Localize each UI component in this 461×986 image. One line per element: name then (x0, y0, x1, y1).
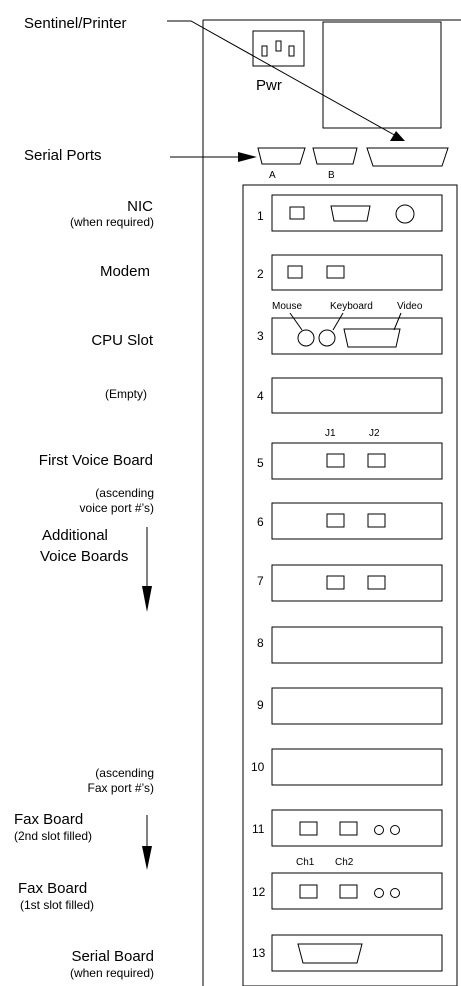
nic-label: NIC (127, 198, 153, 215)
pwr-label: Pwr (256, 77, 282, 94)
j2-label: J2 (369, 428, 380, 439)
slot-6-board (271, 502, 443, 540)
ch2-label: Ch2 (335, 857, 354, 868)
fax-board-2nd-label: Fax Board (14, 811, 83, 828)
slot-10-board (271, 748, 443, 786)
power-connector (252, 30, 305, 67)
fax-led (374, 825, 384, 835)
fax-port-ch1 (299, 821, 318, 836)
serial-board-label: Serial Board (71, 948, 154, 965)
nic-sublabel: (when required) (70, 215, 154, 229)
mouse-port (297, 329, 315, 347)
slot-3-board (271, 317, 443, 355)
mouse-label: Mouse (272, 301, 302, 312)
slot-cage (242, 184, 458, 986)
serial-port-a (257, 147, 306, 165)
fax-led (390, 825, 400, 835)
j1-label: J1 (325, 428, 336, 439)
slot-5-board (271, 442, 443, 480)
slot-number: 2 (257, 267, 264, 281)
cpu-slot-label: CPU Slot (91, 332, 154, 349)
slot-number: 11 (252, 822, 265, 836)
video-leader-line (393, 312, 402, 331)
slot-number: 5 (257, 456, 264, 470)
modem-line-port (287, 265, 303, 279)
power-socket-icon (261, 40, 295, 57)
slot-number: 4 (257, 389, 264, 403)
voice-port-j2 (367, 575, 386, 590)
fax-board-2nd-sublabel: (2nd slot filled) (14, 829, 92, 843)
slot-number: 6 (257, 515, 264, 529)
nic-rj45-port (289, 206, 305, 220)
serial-board-port (297, 943, 363, 964)
slot-2-board (271, 254, 443, 291)
slot-number: 12 (252, 885, 266, 899)
ascending-voice-label-1: (ascending (95, 486, 154, 500)
serial-ports-arrowhead (238, 152, 257, 162)
slot-7-board (271, 564, 443, 602)
slot-1-board (271, 194, 443, 232)
slot-number: 7 (257, 574, 264, 588)
serial-port-b (312, 147, 358, 165)
empty-label: (Empty) (105, 387, 147, 401)
ascending-fax-label-1: (ascending (95, 766, 154, 780)
slot-number: 9 (257, 698, 264, 712)
slot-number: 1 (257, 209, 264, 223)
slot-12-board (271, 872, 443, 910)
nic-db15-port (330, 205, 371, 222)
voice-port-j1 (326, 575, 345, 590)
slot-9-board (271, 687, 443, 725)
additional-voice-label-2: Voice Boards (40, 548, 128, 565)
slot-4-board (271, 377, 443, 414)
fax-port-ch2 (339, 821, 358, 836)
fax-port-ch1 (299, 884, 318, 899)
keyboard-label: Keyboard (330, 301, 373, 312)
keyboard-port (318, 329, 336, 347)
voice-down-arrow (142, 527, 152, 612)
voice-port-j1 (326, 513, 345, 528)
power-supply-box (322, 21, 442, 129)
slot-13-board (271, 934, 443, 972)
additional-voice-label-1: Additional (42, 527, 108, 544)
mouse-leader-line (289, 312, 303, 331)
fax-led (374, 888, 384, 898)
video-port (343, 328, 401, 348)
slot-11-board (271, 809, 443, 847)
ascending-voice-label-2: voice port #’s) (80, 501, 154, 515)
modem-phone-port (326, 265, 345, 279)
slot-8-board (271, 626, 443, 664)
voice-port-j1 (326, 453, 345, 468)
slot-number: 8 (257, 636, 264, 650)
slot-number: 3 (257, 329, 264, 343)
sentinel-arrowhead (390, 131, 405, 141)
modem-label: Modem (100, 263, 150, 280)
port-b-label: B (328, 170, 335, 181)
nic-bnc-port (395, 204, 415, 224)
voice-port-j2 (367, 513, 386, 528)
fax-led (390, 888, 400, 898)
keyboard-leader-line (332, 312, 344, 331)
sentinel-leader-line (167, 20, 399, 138)
video-label: Video (397, 301, 423, 312)
port-a-label: A (269, 170, 276, 181)
serial-ports-label: Serial Ports (24, 147, 102, 164)
ch1-label: Ch1 (296, 857, 315, 868)
slot-number: 13 (252, 946, 266, 960)
voice-port-j2 (367, 453, 386, 468)
fax-board-1st-sublabel: (1st slot filled) (20, 898, 94, 912)
fax-board-1st-label: Fax Board (18, 880, 87, 897)
ascending-fax-label-2: Fax port #’s) (88, 781, 154, 795)
serial-board-sublabel: (when required) (70, 966, 154, 980)
fax-down-arrow (142, 815, 152, 870)
slot-number: 10 (251, 760, 265, 774)
printer-port (366, 147, 449, 167)
first-voice-board-label: First Voice Board (39, 452, 153, 469)
fax-port-ch2 (339, 884, 358, 899)
sentinel-printer-label: Sentinel/Printer (24, 15, 127, 32)
